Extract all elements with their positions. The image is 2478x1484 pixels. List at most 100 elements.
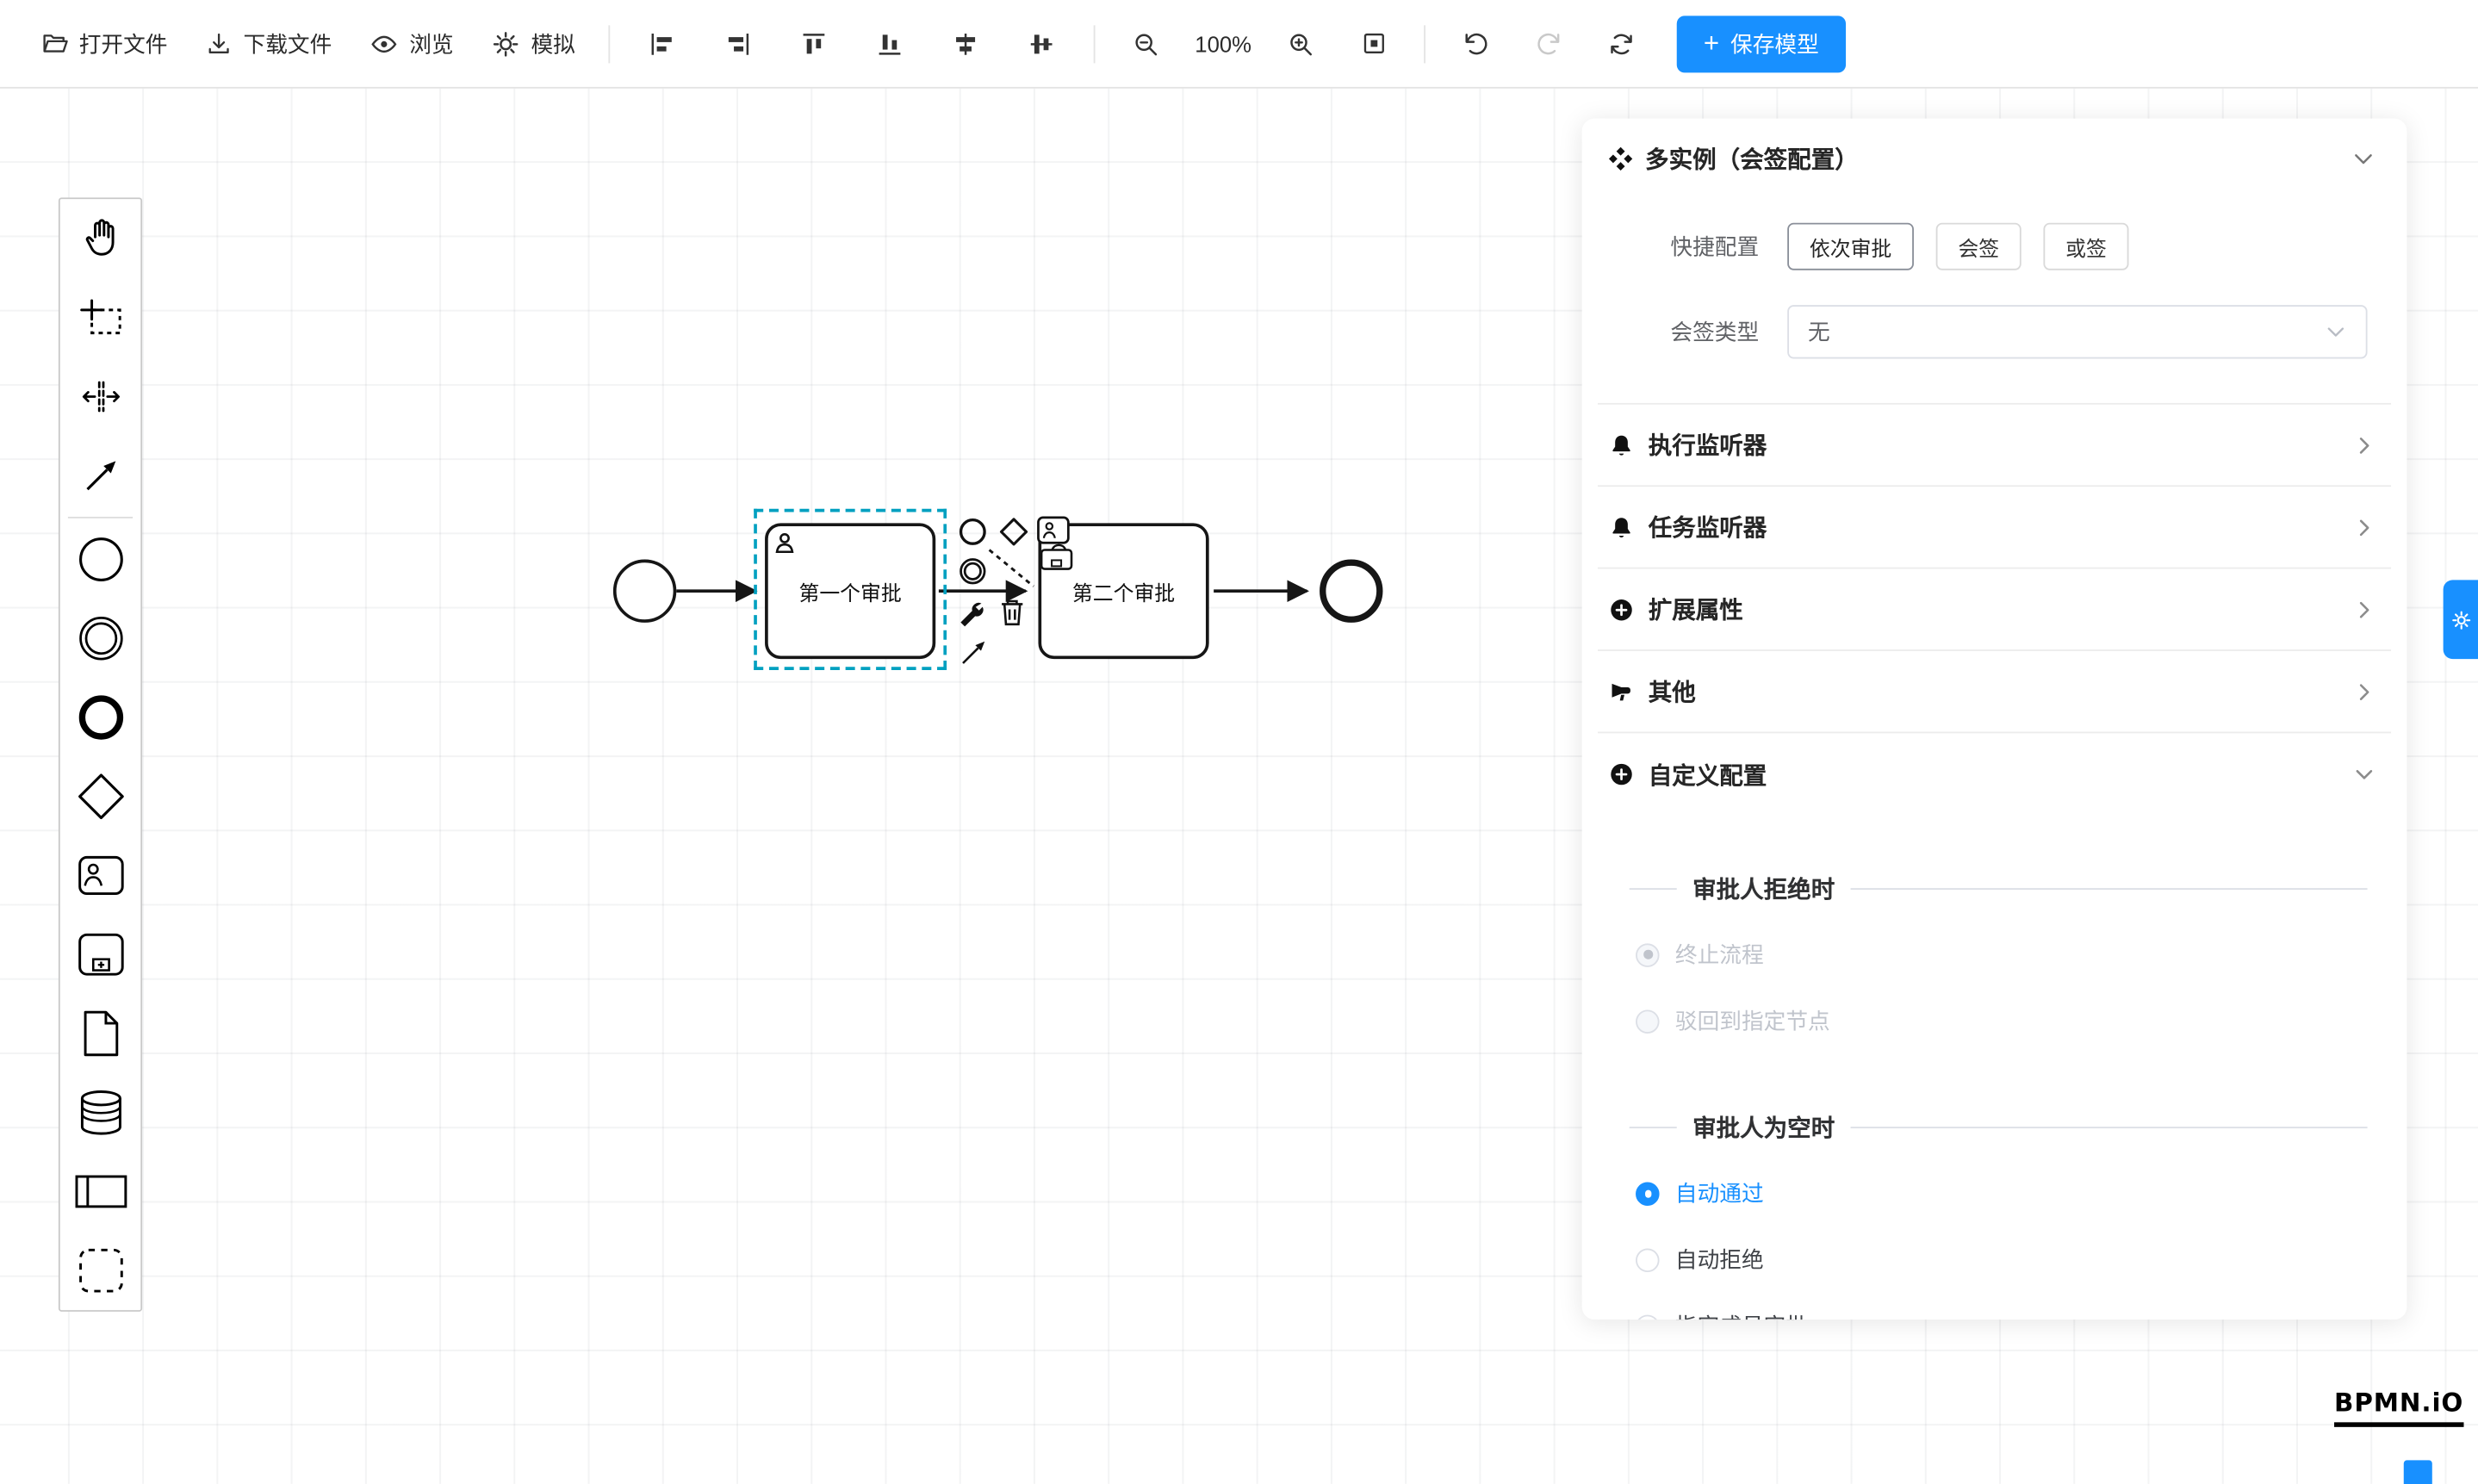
save-model-label: 保存模型: [1730, 30, 1819, 57]
quick-option-sequential[interactable]: 依次审批: [1787, 222, 1914, 270]
create-user-task[interactable]: [60, 836, 141, 916]
create-end-event[interactable]: [60, 678, 141, 757]
bpmn-io-logo[interactable]: BPMN.iO: [2334, 1388, 2464, 1427]
end-event-icon: [77, 693, 124, 741]
section-divider-empty: 审批人为空时: [1629, 1111, 2368, 1145]
accordion-execution-listener[interactable]: 执行监听器: [1598, 405, 2392, 487]
task-label: 第一个审批: [798, 581, 902, 605]
create-subprocess[interactable]: [60, 915, 141, 994]
context-pad-append-intermediate-event[interactable]: [958, 556, 988, 587]
zoom-in-button[interactable]: [1264, 16, 1337, 70]
sign-type-row: 会签类型 无: [1630, 305, 2368, 359]
task-second-approval[interactable]: 第二个审批: [1038, 523, 1209, 660]
radio-auto-reject[interactable]: 自动拒绝: [1636, 1226, 2407, 1293]
simulate-label: 模拟: [531, 30, 575, 57]
space-tool[interactable]: [60, 357, 141, 437]
accordion-other[interactable]: 其他: [1598, 651, 2392, 734]
preview-label: 浏览: [409, 30, 454, 57]
settings-side-tab[interactable]: [2443, 580, 2478, 660]
accordion-label: 自定义配置: [1648, 762, 1767, 790]
quick-option-orsign[interactable]: 或签: [2043, 222, 2129, 270]
sign-type-select[interactable]: 无: [1787, 305, 2368, 359]
download-file-button[interactable]: 下载文件: [187, 16, 351, 70]
context-pad-append-end-event[interactable]: [958, 517, 988, 547]
accordion-custom-config[interactable]: 自定义配置: [1598, 733, 2391, 815]
fit-viewport-button[interactable]: [1337, 16, 1409, 70]
radio-label: 终止流程: [1674, 941, 1764, 967]
hand-tool[interactable]: [60, 199, 141, 278]
quick-option-countersign[interactable]: 会签: [1935, 222, 2022, 270]
undo-button[interactable]: [1440, 16, 1512, 70]
megaphone-icon: [1609, 679, 1634, 704]
radio-icon[interactable]: [1636, 1247, 1660, 1272]
download-file-label: 下载文件: [243, 30, 332, 57]
divider-line: [1629, 888, 1677, 891]
context-pad-delete-trash[interactable]: [999, 598, 1026, 628]
align-bottom-button[interactable]: [852, 16, 928, 70]
create-data-object[interactable]: [60, 994, 141, 1073]
context-pad-append-subprocess[interactable]: [1040, 549, 1073, 571]
radio-checked-icon[interactable]: [1636, 1181, 1660, 1206]
radio-label: 自动拒绝: [1674, 1246, 1764, 1273]
properties-panel: 多实例（会签配置） 快捷配置 依次审批 会签 或签 会签类型 无: [1581, 118, 2407, 1320]
context-pad-append-task[interactable]: [1037, 515, 1071, 545]
radio-auto-pass[interactable]: 自动通过: [1636, 1160, 2407, 1226]
radio-designated-member[interactable]: 指定成员审批: [1636, 1293, 2407, 1320]
accordion-extension-properties[interactable]: 扩展属性: [1598, 569, 2392, 651]
create-participant[interactable]: [60, 1152, 141, 1232]
create-start-event[interactable]: [60, 520, 141, 599]
radio-label: 指定成员审批: [1675, 1310, 1808, 1319]
task-label: 第二个审批: [1071, 581, 1176, 605]
reject-options-group: 终止流程 驳回到指定节点: [1582, 922, 2407, 1054]
align-center-vertical-button[interactable]: [1003, 16, 1079, 70]
gear-icon: [492, 29, 520, 58]
data-object-icon: [81, 1009, 119, 1057]
participant-pool-icon: [73, 1174, 127, 1208]
floating-widget-chip[interactable]: [2403, 1460, 2432, 1484]
subprocess-icon: [77, 933, 124, 977]
redo-button[interactable]: [1512, 16, 1585, 70]
preview-button[interactable]: 浏览: [351, 16, 472, 70]
align-left-button[interactable]: [624, 16, 700, 70]
lasso-tool[interactable]: [60, 278, 141, 357]
chevron-down-icon: [2325, 320, 2347, 343]
divider-line: [1629, 1127, 1677, 1129]
create-group[interactable]: [60, 1231, 141, 1310]
start-event-shape[interactable]: [612, 559, 677, 623]
divider-line: [1850, 888, 2368, 891]
simulate-button[interactable]: 模拟: [473, 16, 594, 70]
align-right-button[interactable]: [700, 16, 776, 70]
quick-config-row: 快捷配置 依次审批 会签 或签: [1630, 222, 2368, 270]
radio-icon[interactable]: [1636, 1313, 1660, 1320]
save-model-button[interactable]: + 保存模型: [1676, 15, 1846, 72]
create-intermediate-event[interactable]: [60, 599, 141, 678]
refresh-button[interactable]: [1585, 16, 1657, 70]
group-icon: [77, 1247, 124, 1295]
open-file-button[interactable]: 打开文件: [22, 16, 187, 70]
align-center-horizontal-button[interactable]: [928, 16, 1003, 70]
accordion-task-listener[interactable]: 任务监听器: [1598, 487, 2392, 569]
chevron-right-icon: [2353, 516, 2376, 538]
gateway-icon: [75, 771, 126, 822]
top-toolbar: 打开文件 下载文件 浏览 模拟: [0, 0, 2478, 89]
end-event-shape[interactable]: [1320, 559, 1383, 623]
toolbar-separator: [1424, 24, 1426, 63]
align-top-button[interactable]: [776, 16, 852, 70]
connection-tool[interactable]: [60, 436, 141, 515]
toolbar-separator: [1093, 24, 1096, 63]
task-first-approval[interactable]: 第一个审批: [765, 523, 936, 660]
chevron-down-icon: [2353, 763, 2376, 785]
chevron-down-icon[interactable]: [2351, 146, 2376, 171]
lasso-icon: [78, 299, 122, 337]
open-file-label: 打开文件: [78, 30, 168, 57]
panel-header-multi-instance[interactable]: 多实例（会签配置）: [1582, 119, 2407, 198]
context-pad-connect-tool[interactable]: [958, 636, 990, 668]
create-data-store[interactable]: [60, 1073, 141, 1152]
radio-terminate-process: 终止流程: [1636, 922, 2407, 988]
context-pad-append-gateway[interactable]: [999, 517, 1029, 547]
create-gateway[interactable]: [60, 757, 141, 836]
zoom-out-button[interactable]: [1109, 16, 1182, 70]
zoom-level: 100%: [1195, 30, 1252, 57]
context-pad-replace-wrench[interactable]: [956, 599, 984, 627]
